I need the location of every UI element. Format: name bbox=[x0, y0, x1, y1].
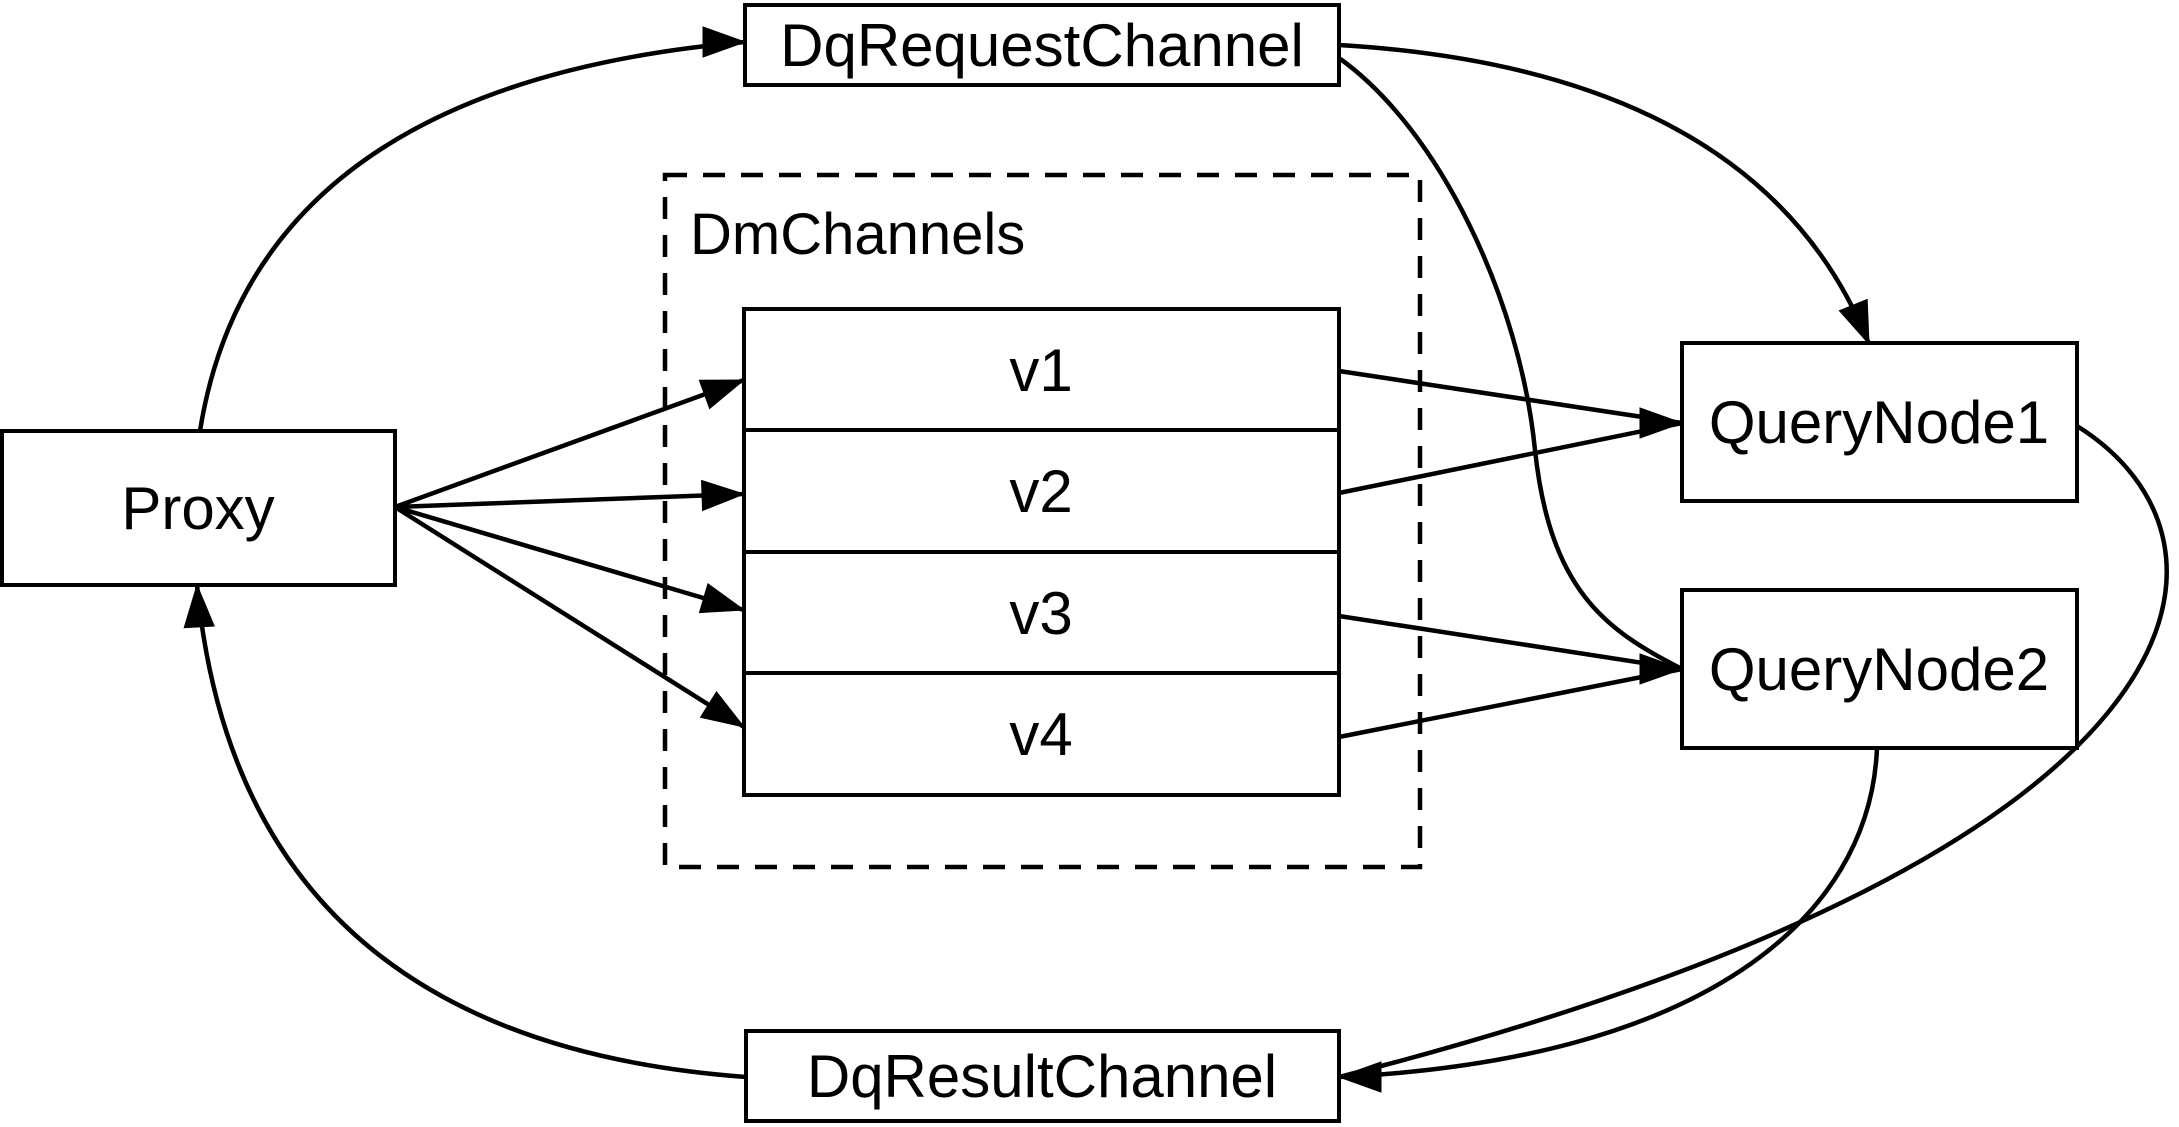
query-node-2: QueryNode2 bbox=[1680, 588, 2079, 750]
query-node-1-label: QueryNode1 bbox=[1709, 389, 2049, 456]
v3-node: v3 bbox=[742, 550, 1341, 675]
proxy-node: Proxy bbox=[0, 429, 397, 587]
proxy-box bbox=[0, 429, 397, 587]
edge-dq-request-channel-to-query-node-1 bbox=[1338, 42, 1872, 345]
query-node-1-box bbox=[1680, 341, 2079, 503]
edge-query-node-1-to-dq-result-channel bbox=[1338, 424, 2169, 1080]
v1-node: v1 bbox=[742, 307, 1341, 432]
edge-v1-to-query-node-1 bbox=[1338, 368, 1683, 426]
edge-proxy-to-v3 bbox=[394, 504, 745, 613]
edges bbox=[194, 39, 2169, 1080]
v4-box bbox=[742, 671, 1341, 797]
arrowhead-into-query-node-1-top bbox=[1838, 298, 1870, 346]
dq-request-channel-node: DqRequestChannel bbox=[743, 3, 1341, 87]
v1-label: v1 bbox=[1009, 337, 1072, 404]
arrowhead-into-v3 bbox=[698, 582, 746, 614]
v4-node: v4 bbox=[742, 671, 1341, 797]
proxy-label: Proxy bbox=[121, 475, 274, 542]
dq-result-channel-node: DqResultChannel bbox=[744, 1029, 1341, 1123]
edge-v2-to-query-node-1 bbox=[1338, 420, 1683, 496]
dq-result-channel-box bbox=[744, 1029, 1341, 1123]
edge-dq-request-channel-to-query-node-2 bbox=[1337, 56, 1684, 672]
query-node-1: QueryNode1 bbox=[1680, 341, 2079, 503]
query-node-2-box bbox=[1680, 588, 2079, 750]
edge-proxy-to-v2 bbox=[394, 491, 745, 510]
arrowhead-into-dq-result-channel bbox=[1337, 1061, 1382, 1093]
v4-label: v4 bbox=[1009, 701, 1072, 768]
arrowhead-into-dq-request-channel bbox=[702, 26, 747, 58]
edge-v4-to-query-node-2 bbox=[1338, 666, 1683, 740]
arrowhead-into-proxy bbox=[183, 583, 215, 629]
dq-request-channel-label: DqRequestChannel bbox=[780, 12, 1304, 79]
arrowhead-into-v1 bbox=[698, 379, 746, 410]
v1-box bbox=[742, 307, 1341, 432]
dm-channels-border bbox=[662, 172, 1423, 870]
edge-dq-result-channel-to-proxy bbox=[194, 584, 747, 1080]
arrowhead-into-v2 bbox=[700, 479, 746, 512]
arrowhead-into-query-node-2-left bbox=[1639, 653, 1684, 685]
v3-label: v3 bbox=[1009, 580, 1072, 647]
dq-request-channel-box bbox=[743, 3, 1341, 87]
arrowhead-into-v4 bbox=[699, 691, 746, 728]
arrowhead-into-query-node-1-left bbox=[1639, 407, 1684, 439]
arrowheads bbox=[183, 26, 1870, 1093]
dm-channels-label: DmChannels bbox=[690, 202, 1025, 267]
edge-query-node-2-to-dq-result-channel bbox=[1338, 747, 1880, 1080]
v2-label: v2 bbox=[1009, 458, 1072, 525]
edge-proxy-to-v1 bbox=[394, 377, 745, 510]
query-node-2-label: QueryNode2 bbox=[1709, 636, 2049, 703]
edge-proxy-to-dq-request-channel bbox=[197, 39, 746, 432]
edge-v3-to-query-node-2 bbox=[1338, 613, 1683, 672]
v2-node: v2 bbox=[742, 428, 1341, 554]
v3-box bbox=[742, 550, 1341, 675]
dm-channels-group: DmChannels bbox=[662, 172, 1423, 870]
dq-result-channel-label: DqResultChannel bbox=[807, 1043, 1277, 1110]
edge-proxy-to-v4 bbox=[393, 505, 746, 729]
